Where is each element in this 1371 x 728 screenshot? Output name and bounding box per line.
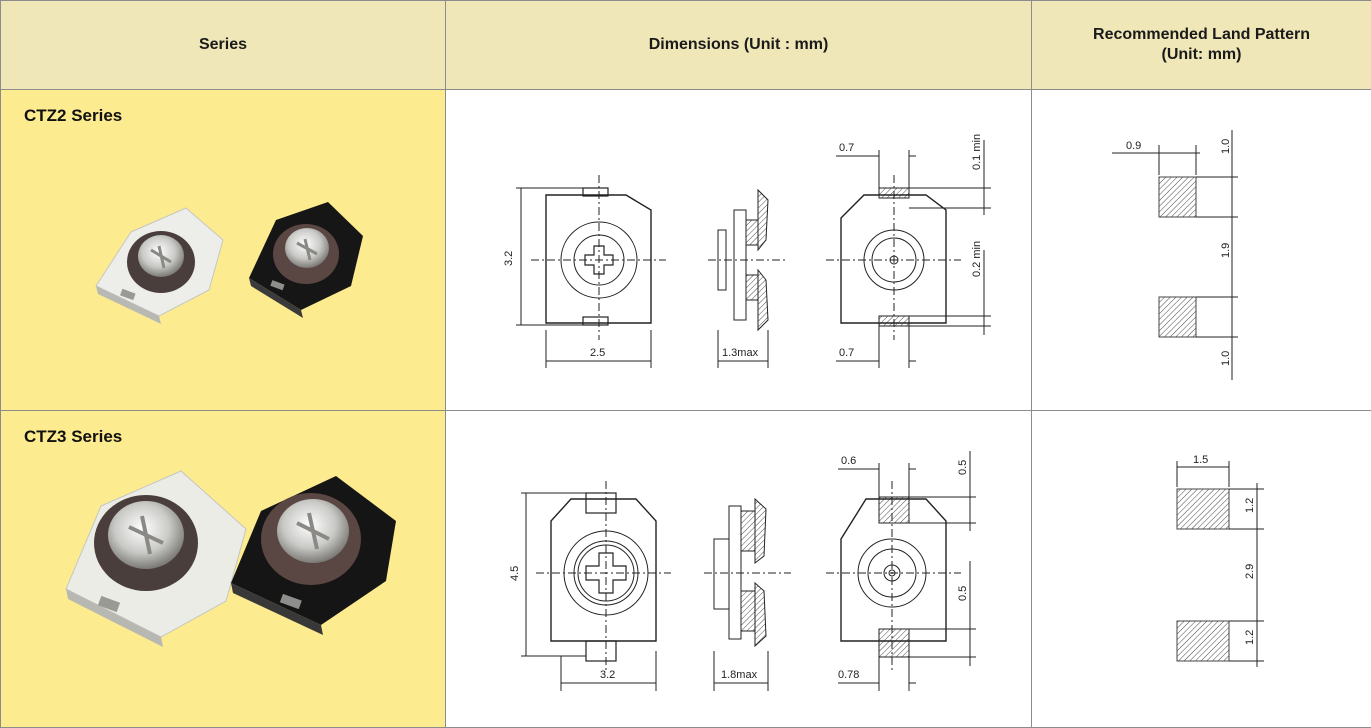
ctz3-width-label: 3.2 bbox=[600, 669, 615, 681]
land-pattern-cell: 1.5 1.2 2.9 1.2 bbox=[1032, 411, 1371, 728]
white-trimmer-image bbox=[66, 471, 246, 647]
ctz2-rear-view bbox=[826, 140, 991, 368]
ctz2-width-label: 2.5 bbox=[590, 347, 605, 359]
header-series: Series bbox=[1, 1, 446, 90]
header-dimensions: Dimensions (Unit : mm) bbox=[446, 1, 1032, 90]
ctz2-front-view bbox=[516, 175, 666, 368]
ctz2-top-min-label: 0.1 min bbox=[971, 134, 983, 170]
ctz2-bottom-pad-label: 0.7 bbox=[839, 347, 854, 359]
land-pad-top bbox=[1177, 489, 1229, 529]
ctz2-product-photo bbox=[1, 90, 446, 411]
ctz2-top-pad-label: 0.7 bbox=[839, 142, 854, 154]
ctz2-height-label: 3.2 bbox=[503, 251, 515, 266]
ctz2-dimension-drawing: 3.2 2.5 1.3max bbox=[446, 90, 1032, 411]
ctz2-land-pattern: 0.9 1.0 1.9 1.0 bbox=[1032, 90, 1371, 411]
ctz3-dimension-drawing: 4.5 3.2 1.8max bbox=[446, 411, 1032, 728]
header-land-line2: (Unit: mm) bbox=[1032, 45, 1371, 65]
ctz2-side-view bbox=[708, 190, 786, 368]
land-pad-bottom bbox=[1159, 297, 1196, 337]
land-gap-label: 1.9 bbox=[1220, 243, 1232, 258]
header-land-pattern: Recommended Land Pattern (Unit: mm) bbox=[1032, 1, 1371, 90]
ctz3-bottom-pad-label: 0.78 bbox=[838, 669, 859, 681]
table-row: CTZ3 Series bbox=[1, 411, 1371, 728]
land-pattern-cell: 0.9 1.0 1.9 1.0 bbox=[1032, 90, 1371, 411]
black-trimmer-image bbox=[249, 202, 363, 318]
ctz3-side-view bbox=[704, 499, 791, 691]
land-h2-label: 1.0 bbox=[1220, 351, 1232, 366]
ctz2-bottom-min-label: 0.2 min bbox=[971, 241, 983, 277]
black-trimmer-image bbox=[231, 476, 396, 635]
ctz3-top-min-label: 0.5 bbox=[957, 460, 969, 475]
land-h1-label: 1.0 bbox=[1220, 139, 1232, 154]
land-width-label: 0.9 bbox=[1126, 140, 1141, 152]
ctz3-rear-view bbox=[826, 451, 976, 691]
land-h1-label: 1.2 bbox=[1244, 498, 1256, 513]
land-pad-top bbox=[1159, 177, 1196, 217]
ctz3-front-view bbox=[521, 481, 671, 691]
ctz3-bottom-min-label: 0.5 bbox=[957, 586, 969, 601]
dimensions-cell: 3.2 2.5 1.3max bbox=[446, 90, 1032, 411]
land-gap-label: 2.9 bbox=[1244, 564, 1256, 579]
ctz3-side-label: 1.8max bbox=[721, 669, 758, 681]
header-land-line1: Recommended Land Pattern bbox=[1032, 25, 1371, 45]
series-cell: CTZ2 Series bbox=[1, 90, 446, 411]
land-pad-bottom bbox=[1177, 621, 1229, 661]
dimensions-cell: 4.5 3.2 1.8max bbox=[446, 411, 1032, 728]
ctz3-land-pattern: 1.5 1.2 2.9 1.2 bbox=[1032, 411, 1371, 728]
land-width-label: 1.5 bbox=[1193, 454, 1208, 466]
white-trimmer-image bbox=[96, 208, 223, 324]
ctz2-side-label: 1.3max bbox=[722, 347, 759, 359]
ctz3-top-pad-label: 0.6 bbox=[841, 455, 856, 467]
land-h2-label: 1.2 bbox=[1244, 630, 1256, 645]
header-row: Series Dimensions (Unit : mm) Recommende… bbox=[1, 1, 1371, 90]
series-cell: CTZ3 Series bbox=[1, 411, 446, 728]
ctz3-height-label: 4.5 bbox=[509, 566, 521, 581]
ctz3-product-photo bbox=[1, 411, 446, 728]
table-row: CTZ2 Series bbox=[1, 90, 1371, 411]
